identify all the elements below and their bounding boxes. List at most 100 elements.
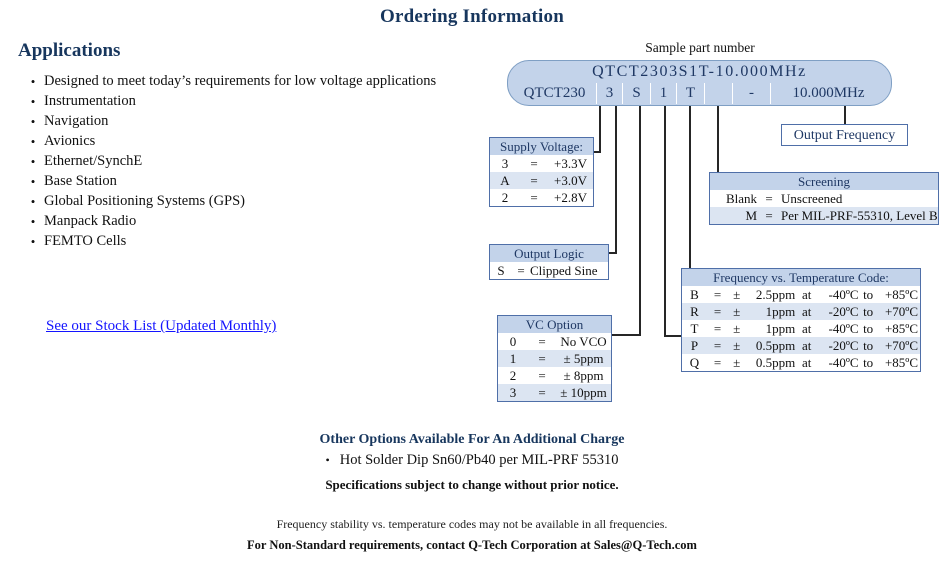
- bullet-icon: •: [30, 114, 36, 129]
- value-cell: +3.3V: [554, 156, 587, 171]
- bullet-icon: •: [30, 194, 36, 209]
- table-row: M = Per MIL-PRF-55310, Level B: [710, 207, 938, 224]
- plusminus-cell: ±: [733, 321, 741, 336]
- callout-title: Screening: [710, 173, 938, 190]
- tolerance-cell: 0.5ppm: [755, 355, 796, 370]
- bullet-icon: •: [325, 453, 330, 467]
- part-number-segment-6: -: [732, 83, 770, 104]
- part-number-segment-7: 10.000MHz: [770, 83, 886, 104]
- equals-cell: =: [713, 321, 722, 336]
- code-cell: S: [497, 263, 505, 278]
- at-cell: at: [802, 338, 812, 353]
- list-item-label: FEMTO Cells: [44, 233, 127, 249]
- list-item-label: Global Positioning Systems (GPS): [44, 193, 246, 209]
- table-row: 1 = ± 5ppm: [498, 350, 611, 367]
- value-cell: Unscreened: [781, 191, 843, 206]
- equals-cell: =: [517, 263, 525, 278]
- bullet-icon: •: [30, 94, 36, 109]
- equals-cell: =: [765, 191, 773, 206]
- list-item-label: Avionics: [44, 133, 96, 149]
- part-number-segment-1: 3: [596, 83, 622, 104]
- code-cell: A: [500, 173, 510, 188]
- code-cell: Blank: [725, 191, 757, 206]
- plusminus-cell: ±: [733, 304, 741, 319]
- temp-min-cell: -40ºC: [828, 321, 859, 336]
- part-number-segment-0: QTCT230: [523, 85, 586, 101]
- to-cell: to: [863, 321, 874, 336]
- temp-max-cell: +85ºC: [884, 287, 919, 302]
- temp-min-cell: -40ºC: [828, 287, 859, 302]
- tolerance-cell: 1ppm: [765, 304, 796, 319]
- list-item: • Avionics: [22, 132, 442, 151]
- code-cell: 1: [509, 351, 517, 366]
- table-row: P = ± 0.5ppm at -20ºC to +70ºC: [682, 337, 920, 354]
- list-item: • Global Positioning Systems (GPS): [22, 192, 442, 211]
- stock-list-link[interactable]: See our Stock List (Updated Monthly): [46, 318, 277, 334]
- equals-cell: =: [538, 351, 546, 366]
- callout-title: Output Logic: [490, 245, 608, 262]
- bullet-icon: •: [30, 234, 36, 249]
- equals-cell: =: [530, 156, 538, 171]
- list-item-label: Navigation: [44, 113, 109, 129]
- equals-cell: =: [713, 338, 722, 353]
- other-options-item: •Hot Solder Dip Sn60/Pb40 per MIL-PRF 55…: [0, 452, 944, 469]
- tolerance-cell: 2.5ppm: [755, 287, 796, 302]
- other-options-heading: Other Options Available For An Additiona…: [319, 432, 625, 447]
- callout-output-logic: Output Logic S = Clipped Sine: [489, 244, 609, 280]
- table-row: T = ± 1ppm at -40ºC to +85ºC: [682, 320, 920, 337]
- plusminus-cell: ±: [733, 338, 741, 353]
- value-cell: No VCO: [560, 334, 607, 349]
- equals-cell: =: [538, 385, 546, 400]
- at-cell: at: [802, 287, 812, 302]
- page-title: Ordering Information: [380, 6, 564, 27]
- to-cell: to: [863, 304, 874, 319]
- part-number-segment-3: 1: [650, 83, 676, 104]
- table-row: B = ± 2.5ppm at -40ºC to +85ºC: [682, 286, 920, 303]
- code-cell: M: [745, 208, 757, 223]
- tolerance-cell: 0.5ppm: [755, 338, 796, 353]
- bullet-icon: •: [30, 214, 36, 229]
- part-number-box: [507, 60, 892, 106]
- table-row: Blank = Unscreened: [710, 190, 938, 207]
- table-row: 3 = +3.3V: [490, 155, 593, 172]
- list-item-label: Base Station: [44, 173, 117, 189]
- temp-max-cell: +70ºC: [884, 338, 919, 353]
- list-item-label: Instrumentation: [44, 93, 136, 109]
- list-item-label: Ethernet/SynchE: [44, 153, 143, 169]
- list-item-label: Designed to meet today’s requirements fo…: [44, 73, 437, 89]
- to-cell: to: [863, 355, 874, 370]
- callout-supply-voltage: Supply Voltage: 3 = +3.3V A = +3.0V 2 = …: [489, 137, 594, 207]
- equals-cell: =: [530, 190, 538, 205]
- value-cell: +2.8V: [554, 190, 587, 205]
- temp-min-cell: -40ºC: [828, 355, 859, 370]
- code-cell: 0: [509, 334, 517, 349]
- applications-list: • Designed to meet today’s requirements …: [22, 72, 442, 252]
- table-row: 2 = +2.8V: [490, 189, 593, 206]
- bullet-icon: •: [30, 74, 36, 89]
- table-row: Q = ± 0.5ppm at -40ºC to +85ºC: [682, 354, 920, 371]
- list-item: • Instrumentation: [22, 92, 442, 111]
- bullet-icon: •: [30, 134, 36, 149]
- plusminus-cell: ±: [733, 287, 741, 302]
- tolerance-cell: 1ppm: [765, 321, 796, 336]
- equals-cell: =: [530, 173, 538, 188]
- list-item: • Ethernet/SynchE: [22, 152, 442, 171]
- table-row: S = Clipped Sine: [490, 262, 608, 279]
- code-cell: Q: [689, 355, 700, 370]
- sample-part-number-label: Sample part number: [645, 40, 755, 55]
- temp-max-cell: +85ºC: [884, 355, 919, 370]
- at-cell: at: [802, 304, 812, 319]
- applications-heading: Applications: [18, 40, 121, 61]
- value-cell: Clipped Sine: [530, 263, 598, 278]
- temp-max-cell: +70ºC: [884, 304, 919, 319]
- equals-cell: =: [538, 368, 546, 383]
- part-number-full: QTCT2303S1T-10.000MHz: [592, 63, 807, 80]
- callout-output-frequency: Output Frequency: [781, 124, 908, 146]
- code-cell: B: [690, 287, 699, 302]
- callout-title: VC Option: [498, 316, 611, 333]
- callout-screening: Screening Blank = Unscreened M = Per MIL…: [709, 172, 939, 225]
- bullet-icon: •: [30, 174, 36, 189]
- equals-cell: =: [765, 208, 773, 223]
- at-cell: at: [802, 321, 812, 336]
- part-number-segment-5: [704, 83, 732, 104]
